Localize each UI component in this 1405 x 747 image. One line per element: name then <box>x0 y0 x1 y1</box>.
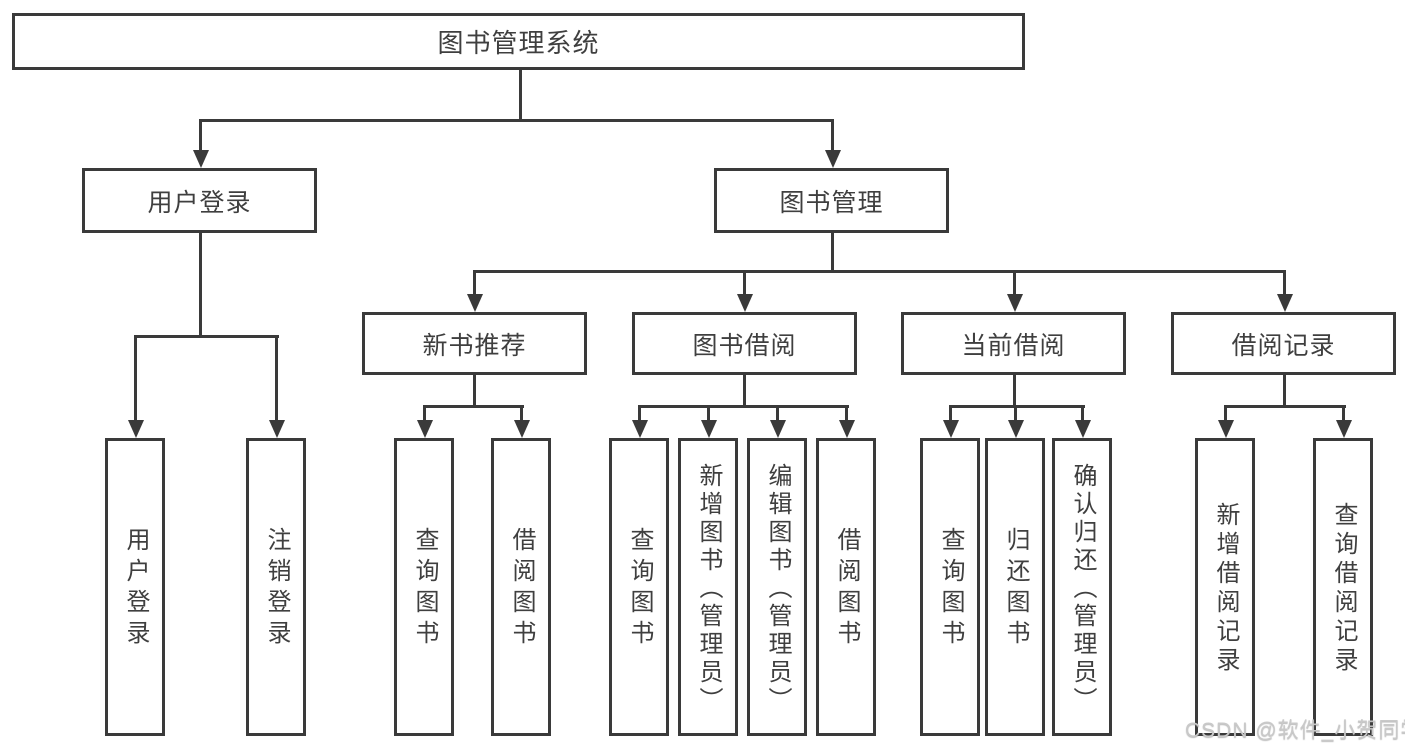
leaf-query-book-current: 查询图书 <box>920 438 980 736</box>
leaf-logout: 注销登录 <box>246 438 306 736</box>
arrow-to-leaf-add-borrow-record <box>1224 405 1227 420</box>
arrow-to-leaf-return-book <box>1014 405 1017 420</box>
arrow-to-book-management <box>831 119 834 150</box>
leaf-edit-book-admin: 编辑图书（管理员） <box>747 438 807 736</box>
leaf-confirm-return-admin: 确认归还（管理员） <box>1052 438 1112 736</box>
connector-rail-book-borrow-children <box>638 405 849 408</box>
leaf-query-book-recommend: 查询图书 <box>394 438 454 736</box>
arrow-to-current-borrow <box>1013 270 1016 294</box>
leaf-user-login: 用户登录 <box>105 438 165 736</box>
arrow-to-user-login <box>199 119 202 150</box>
arrow-to-leaf-query-book-3 <box>949 405 952 420</box>
connector-current-borrow-stem <box>1013 375 1016 408</box>
arrow-to-leaf-user-login <box>134 335 137 420</box>
leaf-add-book-admin: 新增图书（管理员） <box>678 438 738 736</box>
connector-rail-current-borrow-children <box>949 405 1085 408</box>
arrow-to-leaf-query-borrow-record <box>1342 405 1345 420</box>
node-library-management-system: 图书管理系统 <box>12 13 1025 70</box>
arrow-to-book-borrow <box>743 270 746 294</box>
connector-new-book-recommend-stem <box>473 375 476 408</box>
leaf-borrow-book: 借阅图书 <box>816 438 876 736</box>
node-book-borrow: 图书借阅 <box>632 312 857 375</box>
connector-rail-user-login-children <box>134 335 279 338</box>
connector-user-login-stem <box>199 233 202 338</box>
node-new-book-recommend: 新书推荐 <box>362 312 587 375</box>
leaf-query-borrow-record: 查询借阅记录 <box>1313 438 1373 736</box>
connector-rail-level2 <box>199 119 834 122</box>
arrow-to-leaf-borrow-book-2 <box>845 405 848 420</box>
node-user-login: 用户登录 <box>82 168 317 233</box>
arrow-to-new-book-recommend <box>473 270 476 294</box>
arrow-to-leaf-confirm-return <box>1081 405 1084 420</box>
connector-rail-borrow-records-children <box>1224 405 1346 408</box>
arrow-to-leaf-query-book-1 <box>423 405 426 420</box>
leaf-query-book-borrow: 查询图书 <box>609 438 669 736</box>
arrow-to-leaf-add-book <box>707 405 710 420</box>
connector-rail-new-book-children <box>423 405 524 408</box>
arrow-to-leaf-borrow-book-1 <box>520 405 523 420</box>
arrow-to-borrow-records <box>1283 270 1286 294</box>
csdn-watermark: CSDN @软件_小贺同学 <box>1185 719 1405 742</box>
node-current-borrow: 当前借阅 <box>901 312 1126 375</box>
connector-borrow-records-stem <box>1283 375 1286 408</box>
node-borrow-records: 借阅记录 <box>1171 312 1396 375</box>
arrow-to-leaf-logout <box>275 335 278 420</box>
leaf-return-book: 归还图书 <box>985 438 1045 736</box>
connector-rail-level3 <box>473 270 1286 273</box>
arrow-to-leaf-query-book-2 <box>638 405 641 420</box>
leaf-add-borrow-record: 新增借阅记录 <box>1195 438 1255 736</box>
connector-root-stem <box>519 70 522 121</box>
node-book-management: 图书管理 <box>714 168 949 233</box>
leaf-borrow-book-recommend: 借阅图书 <box>491 438 551 736</box>
arrow-to-leaf-edit-book <box>776 405 779 420</box>
connector-book-management-stem <box>831 233 834 272</box>
connector-book-borrow-stem <box>743 375 746 408</box>
